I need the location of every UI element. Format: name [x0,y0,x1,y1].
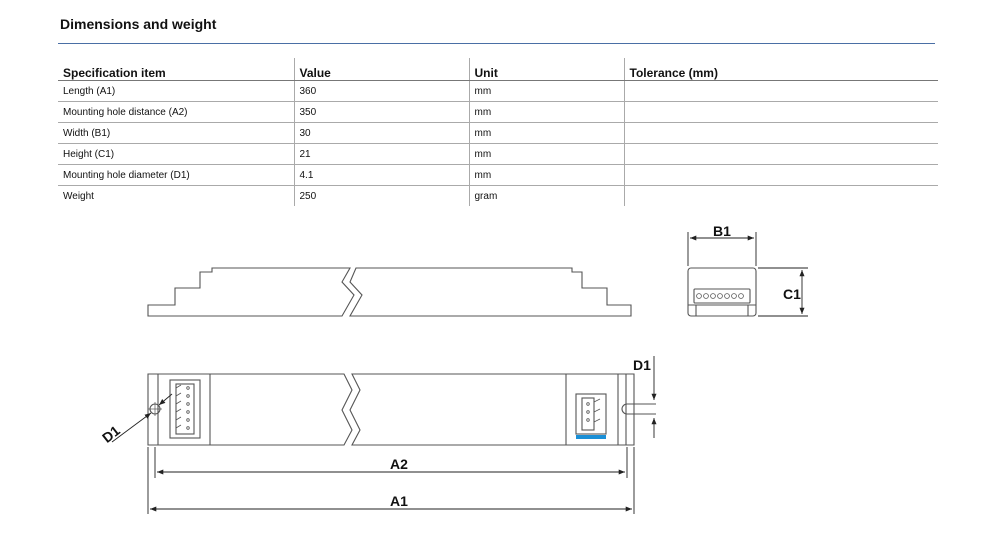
cell-value: 250 [293,185,469,206]
c1-dimension [758,267,808,317]
a1-dimension [147,447,635,514]
cell-item: Mounting hole distance (A2) [58,101,294,123]
b1-dimension [687,232,757,266]
cell-item: Weight [63,190,94,202]
cell-tolerance [623,143,938,165]
cell-unit: mm [468,122,624,144]
spec-table: Specification item Value Unit Tolerance … [58,58,938,206]
column-header: Tolerance (mm) [623,58,938,81]
cell-item: Width (B1) [58,122,294,144]
cell-value: 350 [293,101,469,123]
cell-unit: mm [468,101,624,123]
side-view [147,267,632,317]
connector-accent-bar [576,435,606,439]
a1-label: A1 [390,493,408,509]
cell-value: 360 [293,80,469,102]
cell-unit: mm [468,164,624,186]
top-view [147,373,656,446]
cell-tolerance [623,122,938,144]
d1-left-label: D1 [99,422,123,446]
c1-label: C1 [783,286,801,302]
a2-label: A2 [390,456,408,472]
cell-unit: mm [468,143,624,165]
table-header-row: Specification item Value Unit Tolerance … [58,58,938,81]
table-row: Mounting hole distance (A2) 350 mm [58,101,938,123]
cell-value: 30 [293,122,469,144]
table-row: Height (C1) 21 mm [58,143,938,165]
cell-item: Length (A1) [58,80,294,102]
table-row: Mounting hole diameter (D1) 4.1 mm [58,164,938,186]
cell-tolerance [623,101,938,123]
d1-right-label: D1 [633,357,651,373]
a2-dimension [154,447,628,478]
d1-left-dimension [111,393,173,443]
table-row: Width (B1) 30 mm [58,122,938,144]
table-row: Length (A1) 360 mm [58,80,938,102]
section-divider [58,43,935,44]
end-view [687,267,757,317]
cell-tolerance [623,164,938,186]
column-header: Unit [468,58,624,81]
cell-tolerance [623,80,938,102]
b1-label: B1 [713,223,731,239]
cell-value: 4.1 [293,164,469,186]
table-row: Weight 250 gram [58,185,938,206]
cell-item: Mounting hole diameter (D1) [58,164,294,186]
column-header: Value [293,58,469,81]
column-header: Specification item [58,58,294,81]
cell-unit: mm [468,80,624,102]
cell-unit: gram [468,185,624,206]
cell-item: Height (C1) [58,143,294,165]
cell-value: 21 [293,143,469,165]
cell-tolerance [623,185,938,206]
section-title: Dimensions and weight [60,16,217,32]
